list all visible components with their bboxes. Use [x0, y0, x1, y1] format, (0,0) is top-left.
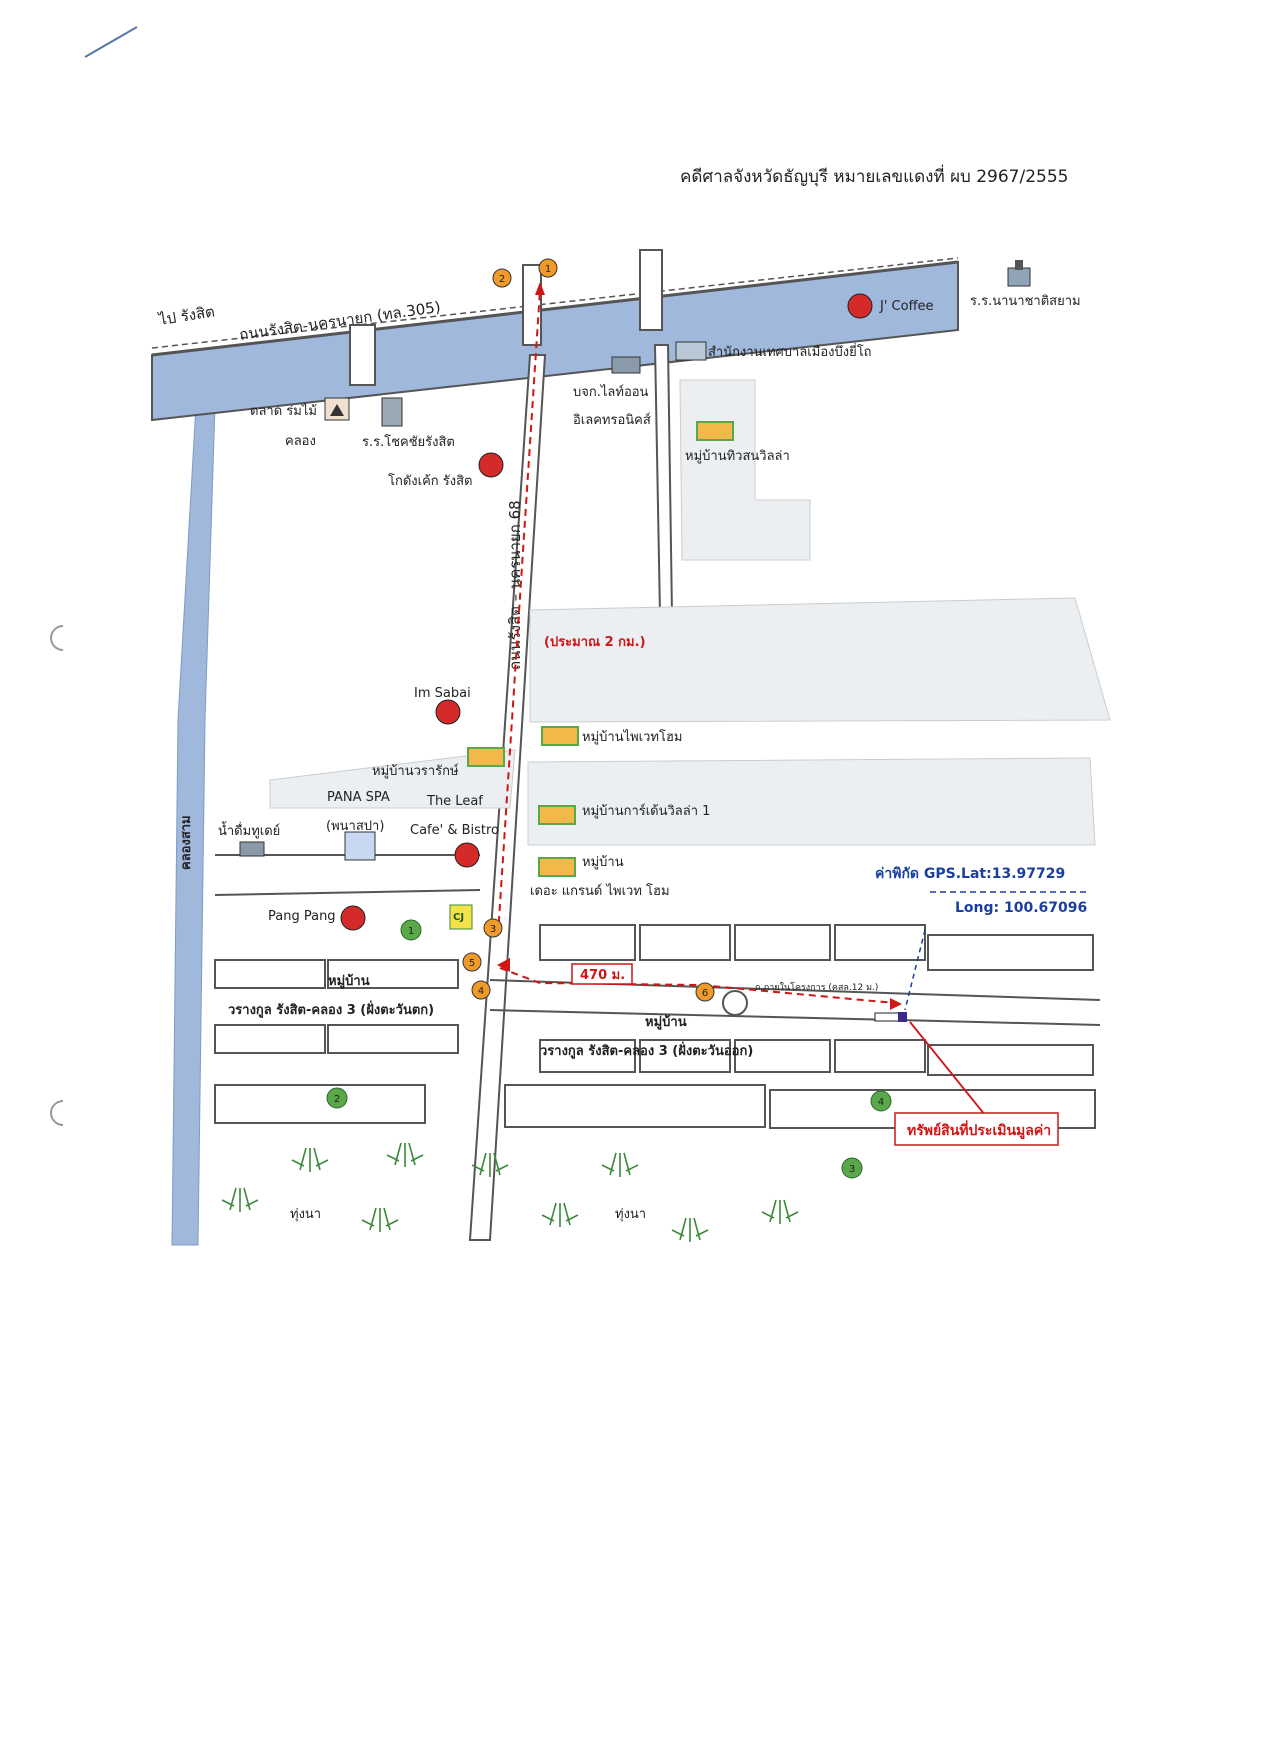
office-building-icon — [675, 341, 707, 361]
case-number-header: คดีศาลจังหวัดธัญบุรี หมายเลขแดงที่ ผบ 29… — [680, 167, 1069, 187]
pang-pang-label: Pang Pang — [268, 909, 336, 924]
orange-marker: 1 2 3 4 5 6 — [462, 258, 715, 1002]
green-marker: 1 2 3 4 — [326, 919, 892, 1179]
gotang-label: โกดังเค้ก รังสิต — [388, 473, 473, 489]
cj-logo-text: CJ — [453, 912, 464, 923]
svg-text:2: 2 — [334, 1094, 340, 1105]
svg-text:5: 5 — [469, 958, 475, 969]
wararak-label: หมู่บ้านวรารักษ์ — [372, 763, 459, 779]
warangkul-east-label-1: หมู่บ้าน — [645, 1014, 687, 1030]
side-road-north — [653, 344, 674, 616]
rice-field-label-2: ทุ่งนา — [615, 1207, 646, 1222]
block-wararak — [269, 749, 516, 809]
gps-long: Long: 100.67096 — [955, 900, 1087, 916]
route-arrow-west — [497, 958, 510, 972]
svg-text:4: 4 — [878, 1097, 884, 1108]
road-median-2 — [522, 264, 542, 346]
private-home-label: หมู่บ้านไพเวทโฮม — [582, 729, 682, 745]
village-grid-west — [214, 959, 459, 1124]
rice-field-symbols — [221, 1142, 799, 1242]
svg-text:4: 4 — [478, 986, 484, 997]
svg-text:3: 3 — [490, 924, 496, 935]
restaurant-icon — [340, 293, 873, 931]
light-on-label-1: บจก.ไลท์ออน — [573, 384, 649, 400]
municipal-office-label: สำนักงานเทศบาลเมืองบึงยี่โถ — [708, 343, 872, 360]
nana-school-label: ร.ร.นานาชาติสยาม — [970, 294, 1081, 309]
gps-pointer — [904, 929, 926, 1011]
asset-label: ทรัพย์สินที่ประเมินมูลค่า — [907, 1120, 1051, 1139]
village-logo-icon — [467, 421, 734, 877]
twin-villa-label: หมู่บ้านทิวสนวิลล่า — [685, 449, 790, 464]
school-chokchai-icon — [381, 397, 403, 427]
asset-pointer — [909, 1021, 986, 1116]
rice-field-label-1: ทุ่งนา — [290, 1207, 321, 1222]
market-icon — [324, 397, 350, 421]
route-arrow-north — [535, 282, 545, 295]
main-road-lane — [151, 257, 959, 349]
main-road-divider — [151, 260, 959, 357]
gps-lat: ค่าพิกัด GPS.Lat:13.97729 — [875, 866, 1065, 882]
route-arrow-east — [890, 998, 902, 1010]
canal-label: คลองสาม — [179, 815, 194, 870]
warangkul-west-label-1: หมู่บ้าน — [328, 973, 370, 989]
svg-text:1: 1 — [408, 926, 414, 937]
distance-main-label: (ประมาณ 2 กม.) — [544, 635, 646, 650]
svg-text:1: 1 — [545, 264, 551, 275]
water-today-label: น้ำดื่มทูเดย์ — [218, 821, 280, 839]
asset-label-box — [894, 1112, 1059, 1146]
pana-spa-label-1: PANA SPA — [327, 790, 390, 805]
market-label-1: ตลาด ร่มไม้ — [250, 403, 317, 419]
j-coffee-label: J' Coffee — [879, 299, 934, 314]
distance-side-label: 470 ม. — [580, 968, 625, 983]
road-median-1 — [349, 324, 376, 386]
the-leaf-label-2: Cafe' & Bistro — [410, 823, 499, 838]
market-label-2: คลอง — [285, 434, 316, 449]
grand-private-label-2: เดอะ แกรนด์ ไพเวท โฮม — [530, 883, 670, 899]
block-garden-villa — [527, 757, 1096, 846]
water-factory-icon — [239, 841, 265, 857]
inner-road-bottom — [489, 1009, 1101, 1026]
chokchai-school-label: ร.ร.โชคชัยรังสิต — [362, 434, 455, 450]
cross-road-b — [214, 889, 481, 896]
road-68-label: ถนนรังสิต – นครนายก 68 — [506, 500, 524, 670]
warangkul-east-label-2: วรางกูล รังสิต-คลอง 3 (ฝั่งตะวันออก) — [540, 1041, 753, 1059]
warangkul-west-label-2: วรางกูล รังสิต-คลอง 3 (ฝั่งตะวันตก) — [228, 1000, 434, 1018]
block-twin-villa — [679, 379, 811, 561]
school-icon — [1007, 260, 1031, 287]
distance-side-box — [571, 963, 633, 985]
spa-icon — [344, 831, 376, 861]
grand-private-label-1: หมู่บ้าน — [582, 855, 624, 870]
the-leaf-label-1: The Leaf — [426, 794, 483, 809]
cj-store-icon: CJ — [449, 904, 473, 930]
asset-plot-highlight — [898, 1012, 907, 1022]
light-on-label-2: อิเลคทรอนิคส์ — [573, 412, 651, 428]
to-rangsit-label: ไป รังสิต — [157, 302, 216, 329]
block-private-home — [529, 597, 1111, 723]
svg-text:6: 6 — [702, 988, 708, 999]
village-grid-east — [504, 924, 1096, 1129]
roundabout — [722, 990, 748, 1016]
svg-text:2: 2 — [499, 274, 505, 285]
factory-icon — [611, 356, 641, 374]
garden-villa-label: หมู่บ้านการ์เด้นวิลล่า 1 — [582, 803, 710, 819]
inner-road-label: ถ.ภายในโครงการ (คสล.12 ม.) — [755, 982, 878, 993]
pana-spa-label-2: (พนาสปา) — [326, 819, 384, 834]
svg-text:3: 3 — [849, 1164, 855, 1175]
road-median-3 — [639, 249, 663, 331]
im-sabai-label: Im Sabai — [414, 686, 471, 701]
